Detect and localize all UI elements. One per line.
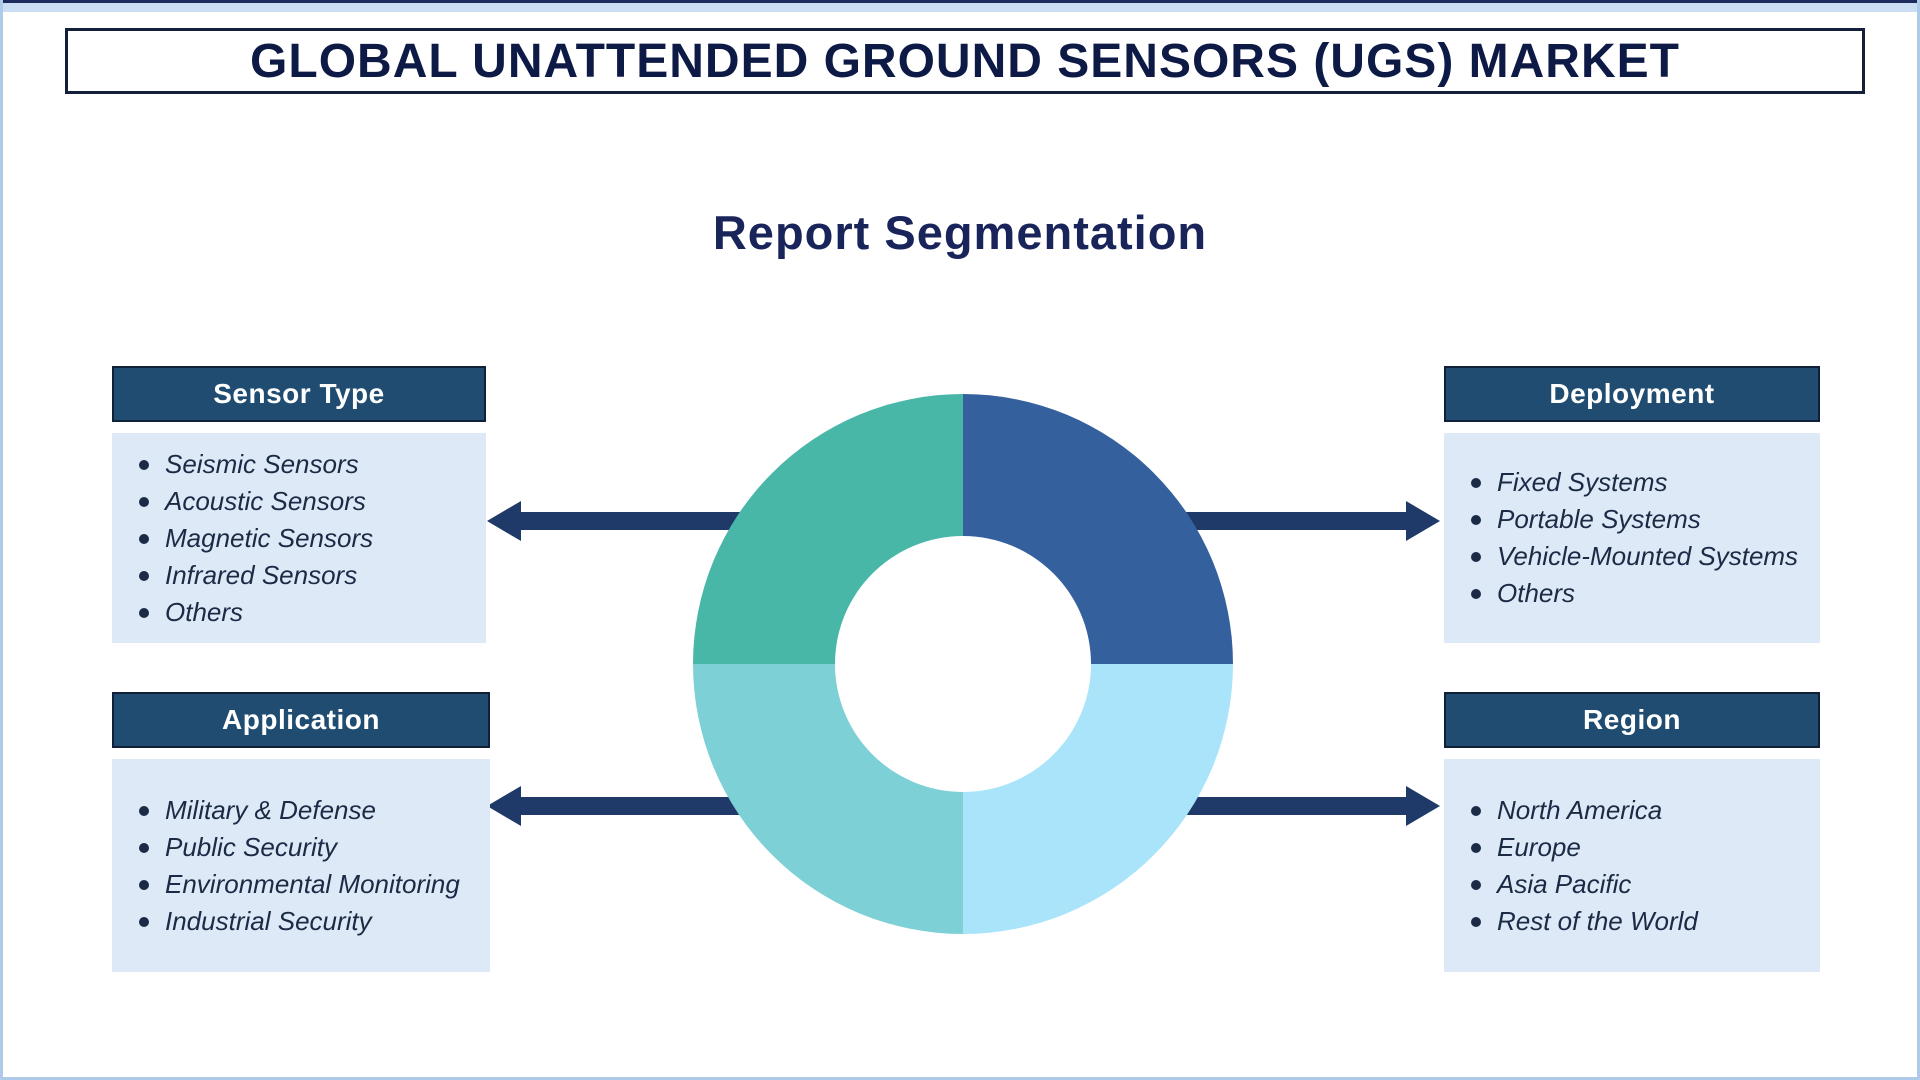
panel-title-region: Region (1583, 704, 1681, 735)
panel-title-application: Application (222, 704, 380, 735)
list-item: Military & Defense (112, 792, 490, 829)
panel-header-application: Application (112, 692, 490, 748)
panel-header-region: Region (1444, 692, 1820, 748)
list-item: Others (1444, 575, 1820, 612)
list-item: Others (112, 594, 486, 631)
list-item: Fixed Systems (1444, 464, 1820, 501)
list-item: North America (1444, 792, 1820, 829)
panel-header-sensor-type: Sensor Type (112, 366, 486, 422)
arrow-head-left-icon (487, 786, 521, 826)
page-title: GLOBAL UNATTENDED GROUND SENSORS (UGS) M… (250, 34, 1680, 88)
arrow-head-right-icon (1406, 786, 1440, 826)
panel-header-deployment: Deployment (1444, 366, 1820, 422)
list-item: Infrared Sensors (112, 557, 486, 594)
top-border-stripe (3, 0, 1917, 12)
list-item: Seismic Sensors (112, 446, 486, 483)
list-item: Asia Pacific (1444, 866, 1820, 903)
list-item: Magnetic Sensors (112, 520, 486, 557)
list-item: Industrial Security (112, 903, 490, 940)
panel-title-deployment: Deployment (1549, 378, 1715, 409)
title-box: GLOBAL UNATTENDED GROUND SENSORS (UGS) M… (65, 28, 1865, 94)
arrow-head-right-icon (1406, 501, 1440, 541)
subtitle: Report Segmentation (712, 206, 1208, 259)
donut-chart (693, 394, 1233, 934)
list-item: Portable Systems (1444, 501, 1820, 538)
list-item: Environmental Monitoring (112, 866, 490, 903)
arrow-head-left-icon (487, 501, 521, 541)
list-item: Public Security (112, 829, 490, 866)
list-item: Vehicle-Mounted Systems (1444, 538, 1820, 575)
donut-hole (835, 536, 1091, 792)
list-item: Acoustic Sensors (112, 483, 486, 520)
panel-title-sensor-type: Sensor Type (213, 378, 385, 409)
list-item: Rest of the World (1444, 903, 1820, 940)
list-item: Europe (1444, 829, 1820, 866)
